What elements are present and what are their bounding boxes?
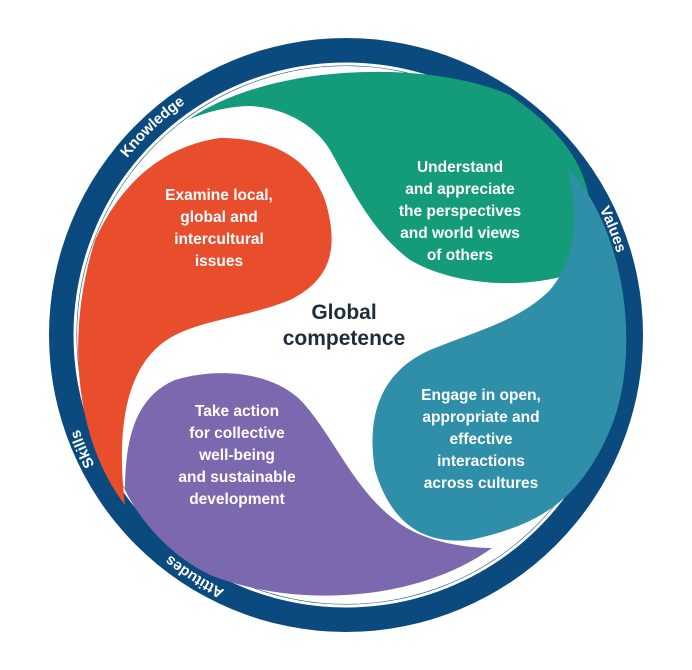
petal-line: and appreciate: [405, 181, 515, 198]
petal-line: of others: [427, 247, 493, 264]
petal-act: [125, 373, 492, 596]
petal-line: effective: [450, 431, 513, 448]
petal-line: interactions: [437, 453, 525, 470]
petal-text-understand: Understand and appreciate the perspectives…: [399, 159, 521, 264]
petal-line: and sustainable: [178, 469, 296, 486]
petal-line: global and: [180, 209, 258, 226]
petal-line: Engage in open,: [421, 387, 541, 404]
petal-text-act: Take action for collective well-being and s…: [178, 403, 296, 508]
petal-examine: [78, 138, 332, 505]
petal-understand: [188, 71, 591, 284]
petal-line: appropriate and: [422, 409, 539, 426]
petal-line: intercultural: [174, 231, 264, 248]
petal-line: issues: [195, 253, 243, 270]
petal-line: across cultures: [424, 475, 539, 492]
petal-line: well-being: [198, 447, 275, 464]
petal-line: the perspectives: [399, 203, 521, 220]
center-title-line: Global: [311, 301, 376, 324]
petal-text-engage: Engage in open, appropriate and effective i…: [421, 387, 541, 492]
petal-line: and world views: [400, 225, 520, 242]
center-title-line: competence: [283, 327, 406, 350]
center-title: Global competence: [283, 301, 406, 350]
petal-engage: [372, 168, 627, 541]
petal-line: Understand: [417, 159, 503, 176]
petal-text-examine: Examine local, global and intercultural iss…: [165, 187, 273, 270]
petal-line: Take action: [195, 403, 279, 420]
petal-line: for collective: [189, 425, 285, 442]
petal-line: Examine local,: [165, 187, 273, 204]
petal-line: development: [189, 491, 285, 508]
